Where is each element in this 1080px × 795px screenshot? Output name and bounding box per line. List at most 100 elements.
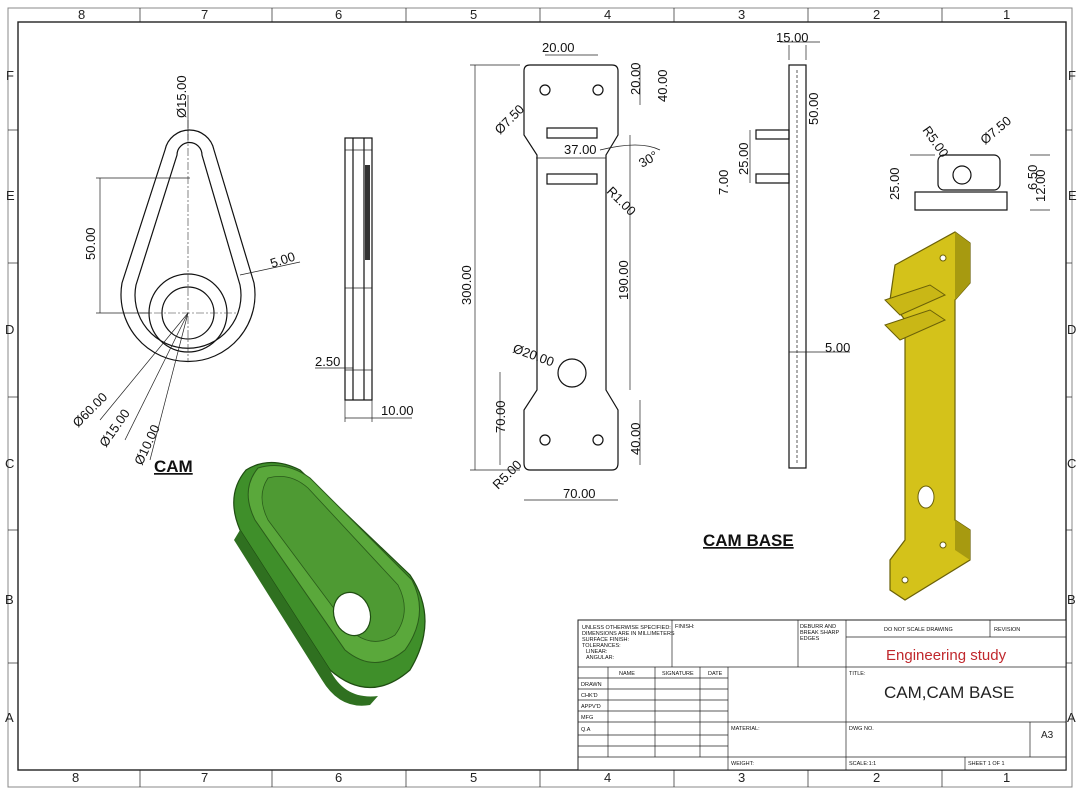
tb-row-mfg: MFG (581, 715, 593, 721)
dim-cam-d15-top: Ø15.00 (174, 75, 189, 118)
zone-row-right: E (1068, 188, 1077, 203)
tb-surface: SURFACE FINISH: (582, 637, 630, 643)
tb-edges: EDGES (800, 636, 820, 642)
zone-row-right: A (1067, 710, 1076, 725)
zone-col-bottom: 2 (873, 770, 880, 785)
dim-base-h20-right: 20.00 (628, 62, 643, 95)
zone-col-top: 6 (335, 7, 342, 22)
zone-col-top: 4 (604, 7, 611, 22)
dim-base-h300: 300.00 (459, 265, 474, 305)
zone-col-top: 8 (78, 7, 85, 22)
dim-base-h70: 70.00 (493, 400, 508, 433)
tb-angular: ANGULAR: (586, 655, 615, 661)
tb-do-not-scale: DO NOT SCALE DRAWING (884, 627, 953, 633)
tb-col-name: NAME (619, 671, 635, 677)
cam-outline (120, 129, 256, 363)
tb-unless: UNLESS OTHERWISE SPECIFIED: (582, 625, 671, 631)
tb-col-signature: SIGNATURE (662, 671, 694, 677)
zone-row-left: C (5, 456, 14, 471)
zone-row-right: C (1067, 456, 1076, 471)
dim-base-w37: 37.00 (564, 142, 597, 157)
zone-row-left: F (6, 68, 14, 83)
tb-size: A3 (1041, 730, 1054, 741)
cam-inner-outline (134, 141, 242, 349)
tb-material: MATERIAL: (731, 726, 760, 732)
zone-row-right: B (1067, 592, 1076, 607)
dim-cam-d60: Ø60.00 (70, 389, 111, 430)
tb-row-qa: Q.A (581, 727, 591, 733)
dim-detail-h6-50: 6.50 (1025, 165, 1040, 190)
tb-title: CAM,CAM BASE (884, 683, 1014, 702)
dim-base-h40-top: 40.00 (655, 69, 670, 102)
dim-base-d20: Ø20.00 (511, 341, 556, 370)
zone-col-bottom: 5 (470, 770, 477, 785)
dim-base-r1: R1.00 (604, 184, 639, 219)
zone-col-bottom: 6 (335, 770, 342, 785)
dim-base-w70: 70.00 (563, 486, 596, 501)
tb-row-drawn: DRAWN (581, 682, 602, 688)
cam-base-side-view (749, 41, 850, 469)
cam-base-view-label: CAM BASE (703, 531, 794, 550)
cam-view-label: CAM (154, 457, 193, 476)
tb-dwg-no: DWG NO. (849, 726, 874, 732)
tb-weight: WEIGHT: (731, 761, 754, 767)
inner-border (17, 21, 1067, 771)
tb-tolerances: TOLERANCES: (582, 643, 621, 649)
dim-base-h40-bottom: 40.00 (628, 422, 643, 455)
tb-finish: FINISH: (675, 624, 695, 630)
tb-scale: SCALE:1:1 (849, 761, 876, 767)
base-center-hole (557, 358, 587, 388)
dim-side-h25: 25.00 (736, 142, 751, 175)
dim-base-h190: 190.00 (616, 260, 631, 300)
tb-linear: LINEAR: (586, 649, 608, 655)
tb-revision: REVISION (994, 627, 1020, 633)
zone-row-left: D (5, 322, 14, 337)
cam-3d-model (233, 461, 426, 706)
dim-detail-r5: R5.00 (920, 123, 952, 160)
tb-break-sharp: BREAK SHARP (800, 630, 839, 636)
dim-detail-h12: 12.00 (1033, 169, 1048, 202)
zone-row-right: D (1067, 322, 1076, 337)
dim-side-w15: 15.00 (776, 30, 809, 45)
zone-col-bottom: 8 (72, 770, 79, 785)
dim-base-r5: R5.00 (490, 457, 525, 492)
title-block (577, 619, 1067, 771)
cam-base-front-view (470, 54, 661, 501)
zone-col-bottom: 1 (1003, 770, 1010, 785)
zone-col-top: 7 (201, 7, 208, 22)
tb-title-label: TITLE: (849, 671, 866, 677)
dim-base-d7-50: Ø7.50 (492, 101, 528, 137)
zone-ticks (8, 8, 1072, 787)
zone-row-left: B (5, 592, 14, 607)
cam-front-view (96, 95, 301, 461)
zone-row-right: F (1068, 68, 1076, 83)
dim-side-h50: 50.00 (806, 92, 821, 125)
zone-row-left: E (6, 188, 15, 203)
dim-side-h7: 7.00 (716, 170, 731, 195)
tb-col-date: DATE (708, 671, 723, 677)
tb-row-chkd: CHK'D (581, 693, 598, 699)
dim-detail-d7-50: Ø7.50 (977, 113, 1014, 147)
dim-cam-side-2-50: 2.50 (315, 354, 340, 369)
zone-col-bottom: 3 (738, 770, 745, 785)
dim-cam-d15: Ø15.00 (96, 406, 133, 450)
dim-detail-h25: 25.00 (887, 167, 902, 200)
dim-cam-t5: 5.00 (268, 249, 297, 271)
dim-base-angle-30: 30° (636, 148, 661, 171)
cam-base-3d-model (884, 231, 971, 601)
tb-dims-mm: DIMENSIONS ARE IN MILLIMETERS (582, 631, 675, 637)
base-outline (523, 64, 619, 471)
zone-col-bottom: 7 (201, 770, 208, 785)
zone-row-left: A (5, 710, 14, 725)
zone-col-top: 1 (1003, 7, 1010, 22)
zone-col-bottom: 4 (604, 770, 611, 785)
tb-company: Engineering study (886, 647, 1007, 664)
dim-side-w5: 5.00 (825, 340, 850, 355)
zone-col-top: 5 (470, 7, 477, 22)
detail-view (910, 154, 1050, 211)
zone-col-top: 3 (738, 7, 745, 22)
dim-cam-h50: 50.00 (83, 227, 98, 260)
dim-cam-side-10: 10.00 (381, 403, 414, 418)
zone-col-top: 2 (873, 7, 880, 22)
